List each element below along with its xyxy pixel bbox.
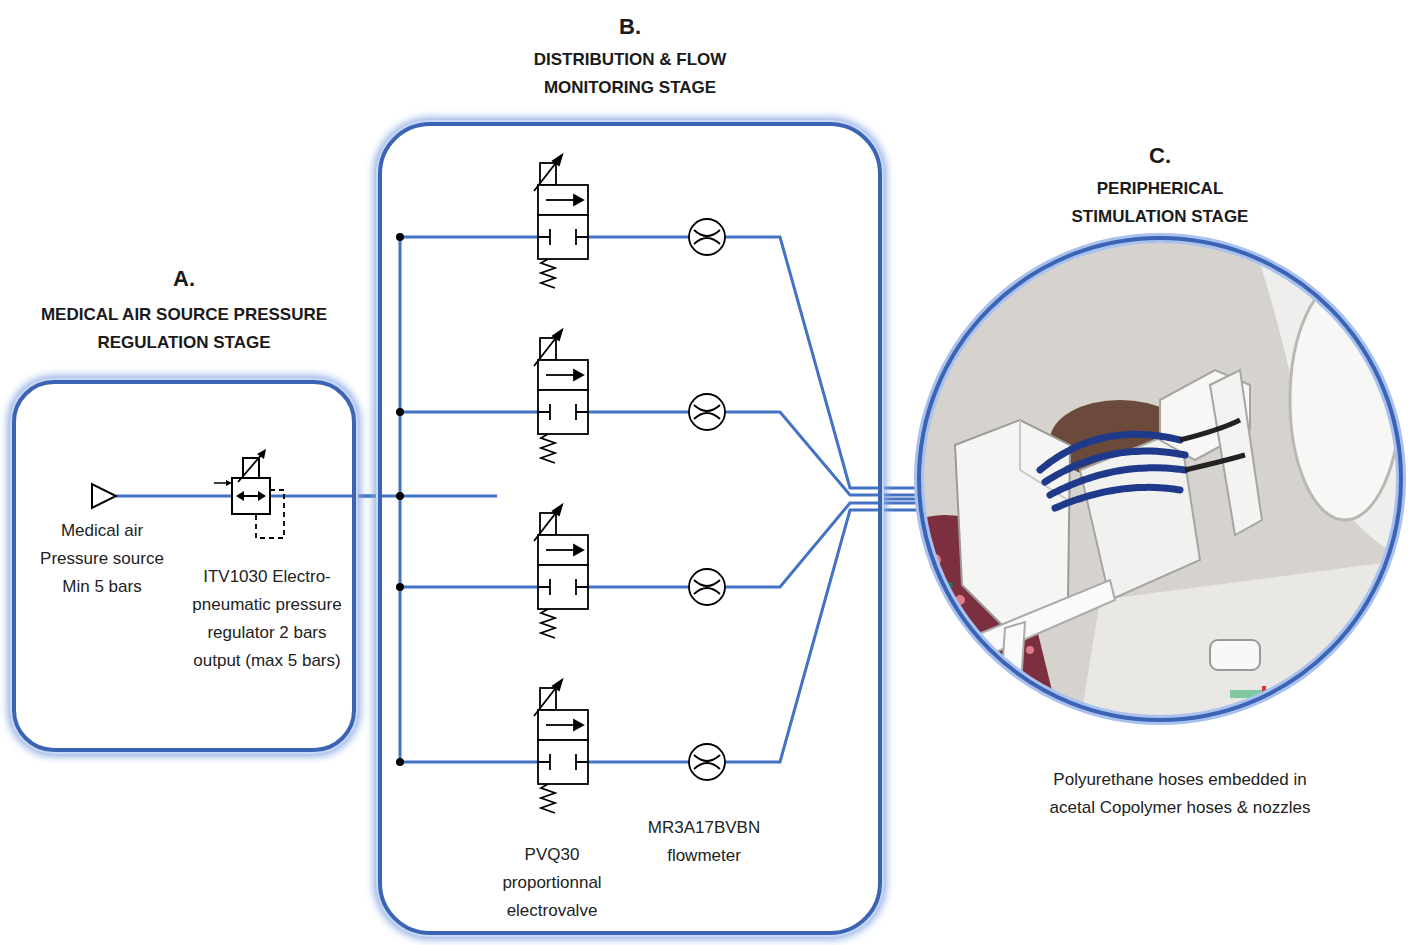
medical-photo (935, 645, 945, 655)
proportional-valve-symbol (534, 505, 588, 638)
medical-photo (1210, 370, 1262, 535)
medical-photo (1000, 622, 1025, 700)
stage-heading-box: MEDICAL AIR SOURCE PRESSURE REGULATION S… (9, 301, 359, 357)
stage-box: B.DISTRIBUTION & FLOW MONITORING STAGE (378, 122, 882, 935)
medical-photo (955, 420, 1070, 628)
flowmeter-symbol (689, 219, 725, 780)
label-box: MR3A17BVBN flowmeter (637, 814, 772, 870)
stage-circle-outline (915, 235, 1405, 723)
stage-heading-box: DISTRIBUTION & FLOW MONITORING STAGE (480, 46, 780, 102)
proportional-valve-symbol (534, 330, 588, 463)
label-box: ITV1030 Electro-pneumatic pressure regul… (191, 563, 343, 675)
medical-photo (1262, 686, 1266, 702)
stage-circle-glow (919, 238, 1401, 720)
air-pipes (400, 412, 917, 495)
component-label: Polyurethane hoses embedded in acetal Co… (1030, 766, 1330, 822)
air-line (882, 498, 915, 501)
medical-photo (1026, 646, 1034, 654)
junction-dot (396, 492, 404, 500)
medical-photo (955, 595, 965, 605)
stage-heading: PERIPHERICAL STIMULATION STAGE (1040, 175, 1280, 231)
flowmeter-symbol (689, 569, 725, 605)
stage-heading: MEDICAL AIR SOURCE PRESSURE REGULATION S… (9, 301, 359, 357)
medical-photo (1290, 280, 1400, 520)
medical-photo (915, 233, 1405, 723)
medical-photo (940, 580, 1115, 672)
stage-heading-box: B. (595, 14, 665, 40)
source-symbol (92, 484, 116, 508)
stage-letter: A. (149, 266, 219, 292)
stage-heading-box: A. (149, 266, 219, 292)
stage-heading: DISTRIBUTION & FLOW MONITORING STAGE (480, 46, 780, 102)
medical-photo (947, 582, 953, 588)
stage-circle: C.PERIPHERICAL STIMULATION STAGE (915, 235, 1405, 723)
component-label: MR3A17BVBN flowmeter (637, 814, 772, 870)
label-box: Polyurethane hoses embedded in acetal Co… (1030, 766, 1330, 822)
medical-photo (1180, 420, 1245, 470)
flowmeter-symbol (689, 744, 725, 780)
stage-letter: B. (595, 14, 665, 40)
component-label: ITV1030 Electro-pneumatic pressure regul… (191, 563, 343, 675)
medical-photo (1040, 434, 1185, 508)
medical-photo (915, 233, 1405, 723)
stage-heading-box: C. (1125, 143, 1195, 169)
air-pipes (116, 237, 917, 762)
medical-photo (955, 695, 965, 705)
component-label: PVQ30 proportionnal electrovalve (485, 841, 620, 925)
air-pipes (400, 237, 917, 488)
proportional-valve-symbol (534, 155, 588, 813)
proportional-valve-symbol (534, 680, 588, 813)
medical-photo (929, 554, 941, 566)
stage-circle-border (919, 238, 1401, 720)
junction-dot (396, 758, 404, 766)
medical-photo (1004, 684, 1016, 696)
pressure-regulator-symbol (214, 449, 284, 538)
medical-photo (1055, 487, 1180, 508)
pressure-regulator-symbol (257, 449, 266, 459)
air-pipes (116, 495, 497, 498)
air-line (356, 495, 378, 498)
medical-photo (1230, 690, 1290, 698)
junction-dot (396, 233, 404, 766)
stage-box: A.MEDICAL AIR SOURCE PRESSURE REGULATION… (12, 380, 356, 752)
stage-heading-box: PERIPHERICAL STIMULATION STAGE (1040, 175, 1280, 231)
pressure-regulator-symbol (236, 491, 266, 501)
junction-dot (396, 408, 404, 416)
component-label: Medical air Pressure source Min 5 bars (26, 517, 178, 601)
label-box: PVQ30 proportionnal electrovalve (485, 841, 620, 925)
pressure-regulator-symbol (238, 453, 263, 482)
label-box: Medical air Pressure source Min 5 bars (26, 517, 178, 601)
medical-photo (1250, 233, 1405, 560)
flowmeter-symbol (689, 219, 725, 255)
flowmeter-symbol (689, 394, 725, 430)
proportional-valve-symbol (534, 155, 588, 288)
medical-photo (972, 672, 978, 678)
junction-dot (396, 583, 404, 591)
source-symbol (92, 484, 116, 508)
pressure-regulator-symbol (232, 478, 270, 514)
junction-dot (396, 233, 404, 241)
air-pipes (400, 510, 917, 762)
stage-letter: C. (1125, 143, 1195, 169)
medical-photo (1210, 640, 1260, 670)
